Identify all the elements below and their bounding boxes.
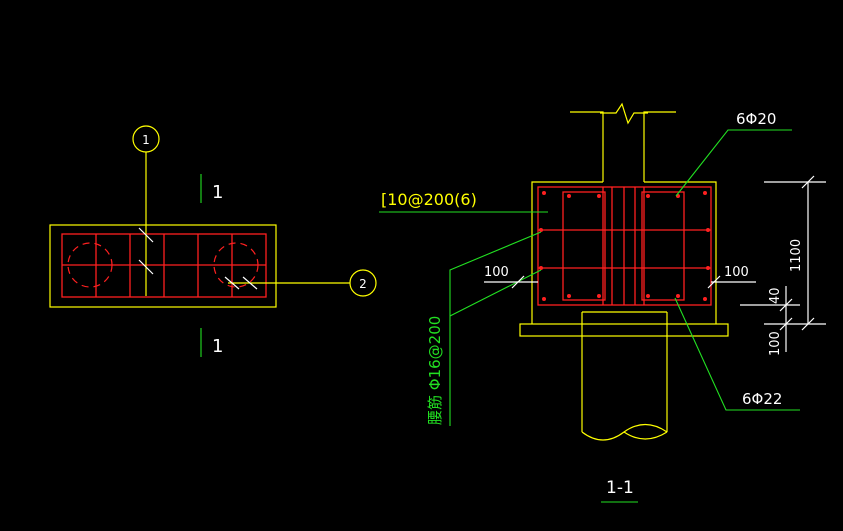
rebar-dots (539, 191, 710, 301)
rebar-dot (597, 294, 601, 298)
rebar-dot (646, 194, 650, 198)
dim-tick (779, 298, 793, 312)
dim-pile-embed: 100 (768, 331, 783, 356)
callout-2-tick (224, 276, 240, 290)
cap-outline-left (531, 181, 603, 324)
section-title: 1-1 (606, 478, 634, 498)
dim-tick (801, 175, 815, 189)
bottom-rebar-leader (674, 297, 800, 411)
rebar-dot (567, 294, 571, 298)
dim-cover-right: 100 (724, 265, 749, 280)
plan-pile-left (67, 242, 113, 288)
rebar-dot (542, 297, 546, 301)
section-mark-bottom-label: 1 (212, 336, 223, 357)
rebar-dot (539, 228, 543, 232)
cushion-layer (519, 323, 729, 337)
rebar-dot (646, 294, 650, 298)
dim-cover-left: 100 (484, 265, 509, 280)
stirrup-left (562, 191, 606, 301)
stirrup-right (641, 191, 685, 301)
pile-break-upper (623, 431, 668, 440)
plan-view: 1 2 1 1 (49, 125, 377, 357)
dim-tick (801, 317, 815, 331)
rebar-dot (703, 191, 707, 195)
dim-tick (511, 275, 525, 289)
rebar-dot (567, 194, 571, 198)
cap-outline-right (644, 181, 717, 324)
top-rebar-label: 6Φ20 (736, 110, 776, 128)
waist-leader-2 (449, 269, 542, 317)
rebar-dot (542, 191, 546, 195)
dim-height: 1100 (789, 239, 804, 272)
column-break-symbol (600, 102, 648, 125)
bottom-rebar-label: 6Φ22 (742, 390, 782, 408)
rebar-dot (597, 194, 601, 198)
stirrup-label: [10@200(6) (381, 190, 477, 209)
column-outline-left (570, 111, 604, 146)
rebar-dot (706, 228, 710, 232)
rebar-dot (676, 294, 680, 298)
dim-tick (779, 317, 793, 331)
rebar-dot (706, 266, 710, 270)
callout-2-tick (242, 276, 258, 290)
callout-1-number: 1 (142, 133, 150, 147)
column-outline-right (643, 111, 676, 146)
section-view: 6Φ20 [10@200(6) 腰筋 Φ16@200 6Φ22 100 100 … (379, 102, 826, 503)
waist-rebar-label: 腰筋 Φ16@200 (426, 316, 444, 425)
rebar-dot (539, 266, 543, 270)
dim-tick (707, 275, 721, 289)
plan-cap-outline (49, 224, 277, 308)
callout-1-tick (138, 227, 154, 243)
callout-1-tick (138, 259, 154, 275)
section-mark-top-label: 1 (212, 182, 223, 203)
waist-leader-1 (449, 231, 542, 426)
dim-small: 40 (768, 287, 783, 304)
plan-pile-right (213, 242, 259, 288)
callout-2-bubble (349, 269, 377, 297)
top-rebar-leader (675, 129, 792, 197)
rebar-dot (703, 297, 707, 301)
callout-2-number: 2 (359, 277, 367, 291)
